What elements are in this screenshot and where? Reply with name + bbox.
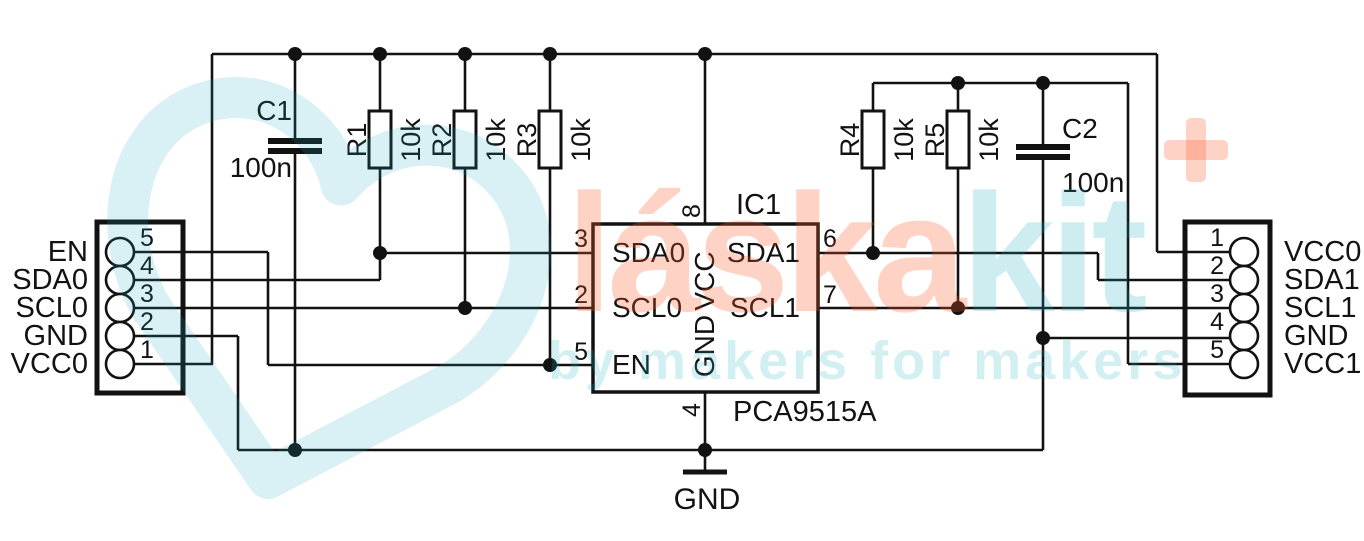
junction-dot [288,47,302,61]
pin-circle [1228,236,1260,268]
junction-dot [698,443,712,457]
ic-pin-number: 3 [574,225,588,253]
ic-pin-name: VCC [689,251,720,310]
pin-circle [104,236,136,268]
resistor-body-R1 [367,109,393,170]
pin-number: 3 [1210,280,1224,308]
capacitor-plate [268,138,322,144]
ic-pin-name: SDA1 [727,237,800,268]
junction-dot [1036,331,1050,345]
pin-number: 2 [140,308,154,336]
pin-circle [104,264,136,296]
ic-pin-name: GND [689,315,720,377]
ic-pin-name: SCL0 [612,292,682,323]
capacitor-plate [1016,154,1070,160]
pin-number: 5 [140,224,154,252]
resistor-ref: R3 [512,123,542,158]
pin-label: SCL0 [15,292,88,324]
pin-label: VCC0 [1284,236,1361,268]
pin-label: GND [24,320,88,352]
ic-pin-name: SCL1 [730,292,800,323]
resistor-value: 10k [481,118,511,162]
ic-pin-number: 4 [678,403,706,417]
junction-dot [1036,76,1050,90]
pin-number: 1 [140,336,154,364]
capacitor-value: 100n [1062,167,1124,198]
pin-circle [104,320,136,352]
junction-dot [288,443,302,457]
pin-circle [1228,264,1260,296]
pin-label: VCC1 [1284,348,1361,380]
ic-pin-number: 7 [823,281,837,309]
resistor-body-R5 [945,109,971,170]
junction-dot [698,47,712,61]
pin-number: 5 [1210,336,1224,364]
junction-dot [458,301,472,315]
junction-dot [373,246,387,260]
junction-dot [543,358,557,372]
resistor-value: 10k [889,118,919,162]
resistor-ref: R5 [920,123,950,158]
capacitor-ref: C1 [256,95,292,126]
capacitor-plate [1016,144,1070,150]
resistor-ref: R2 [427,123,457,158]
junction-dot [866,246,880,260]
capacitor-plate [268,148,322,154]
junction-dot [951,301,965,315]
ground-label: GND [674,483,741,516]
resistor-ref: R1 [342,123,372,158]
pin-circle [1228,320,1260,352]
pin-circle [1228,292,1260,324]
resistor-value: 10k [566,118,596,162]
resistor-body-R2 [452,109,478,170]
ic-ref: IC1 [736,189,781,221]
pin-circle [1228,348,1260,380]
pin-number: 4 [140,252,154,280]
pin-label: SDA1 [1284,264,1360,296]
resistor-ref: R4 [835,123,865,158]
resistor-value: 10k [396,118,426,162]
pin-number: 2 [1210,252,1224,280]
capacitor-value: 100n [230,152,292,183]
ic-pin-number: 2 [574,281,588,309]
ic-pin-name: EN [612,349,651,380]
junction-dot [951,76,965,90]
pin-label: GND [1284,320,1348,352]
ic-part-number: PCA9515A [733,396,877,428]
pin-number: 3 [140,280,154,308]
junction-dot [543,47,557,61]
pin-number: 4 [1210,308,1224,336]
ic-pin-number: 8 [678,204,706,218]
ic-body [591,222,820,394]
pin-label: VCC0 [11,348,88,380]
resistor-body-R4 [860,109,886,170]
pin-label: SDA0 [12,264,88,296]
ic-pin-number: 6 [823,225,837,253]
pin-number: 1 [1210,224,1224,252]
pin-label: SCL1 [1284,292,1357,324]
resistor-value: 10k [974,118,1004,162]
ic-pin-name: SDA0 [612,237,685,268]
junction-dot [458,47,472,61]
capacitor-ref: C2 [1062,113,1098,144]
pin-circle [104,348,136,380]
resistor-body-R3 [537,109,563,170]
junction-dot [373,47,387,61]
pin-label: EN [48,236,88,268]
pin-circle [104,292,136,324]
ic-pin-number: 5 [574,338,588,366]
